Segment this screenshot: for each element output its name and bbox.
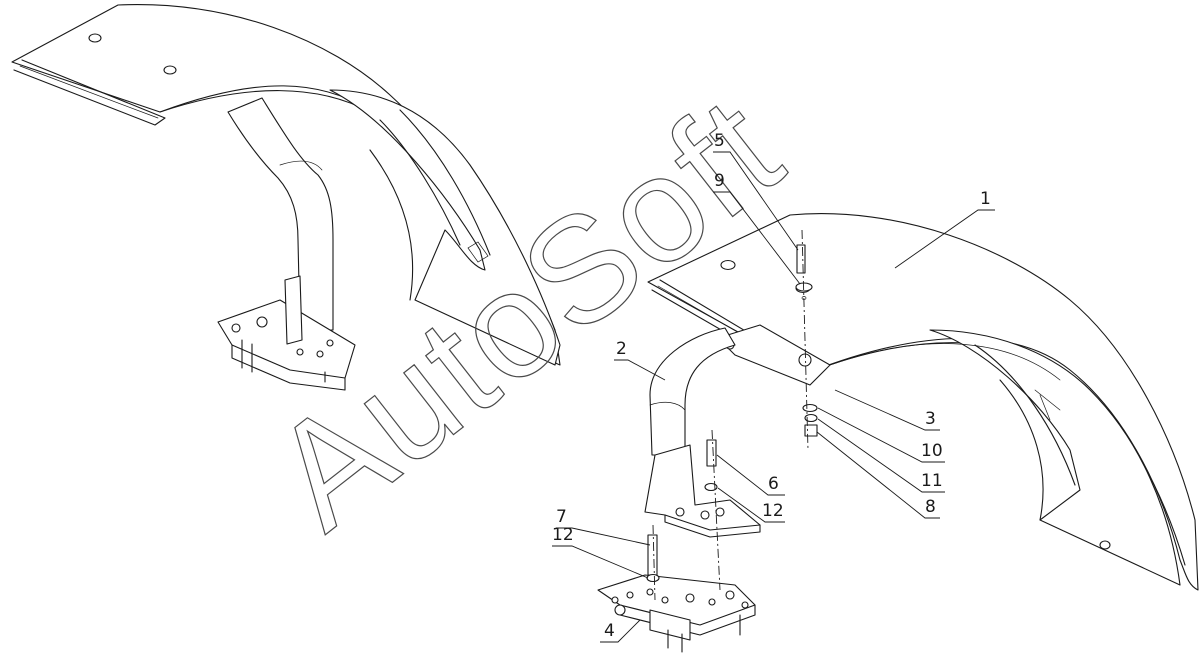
- callout-3: 3: [925, 409, 936, 429]
- right-fender-assembly: [597, 213, 1199, 653]
- right-fender-shell: [647, 213, 1199, 591]
- callout-10: 10: [921, 441, 943, 461]
- callout-7: 7: [556, 507, 567, 527]
- callout-2: 2: [616, 339, 627, 359]
- callouts: 1 2 3 4 5 6 7 8 9 10 11 12 12: [552, 131, 995, 643]
- callout-12-upper: 12: [762, 501, 784, 521]
- callout-12-lower: 12: [552, 525, 574, 545]
- callout-9: 9: [714, 171, 725, 191]
- left-fender-assembly: [11, 4, 561, 391]
- callout-8: 8: [925, 497, 936, 517]
- callout-5: 5: [714, 131, 725, 151]
- callout-11: 11: [921, 471, 943, 491]
- callout-6: 6: [768, 474, 779, 494]
- callout-1: 1: [980, 189, 991, 209]
- callout-4: 4: [604, 621, 615, 641]
